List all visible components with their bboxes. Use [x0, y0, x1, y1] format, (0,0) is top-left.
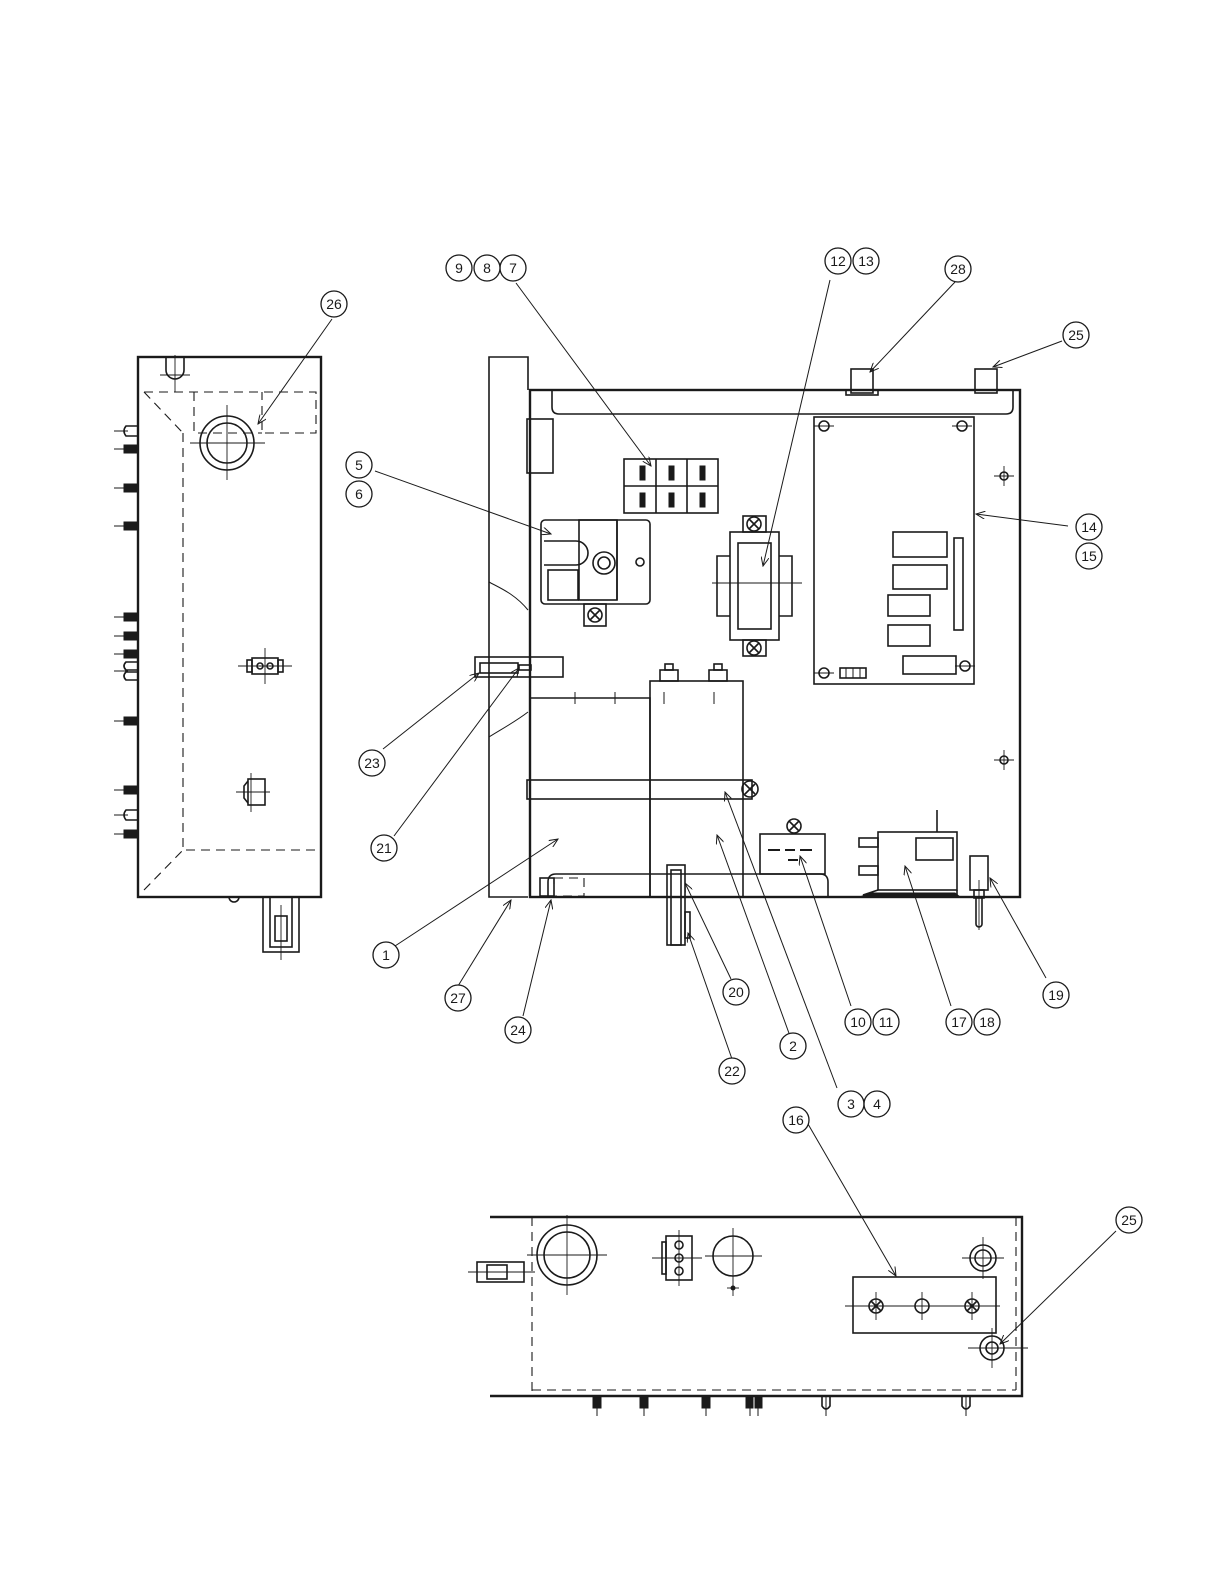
contactor: [541, 520, 650, 626]
fuse-block: [624, 459, 718, 513]
callout-10: 10: [845, 1009, 871, 1035]
svg-text:1: 1: [382, 947, 390, 963]
svg-text:25: 25: [1121, 1212, 1137, 1228]
svg-text:8: 8: [483, 260, 491, 276]
callout-5: 5: [346, 452, 372, 478]
svg-text:16: 16: [788, 1112, 804, 1128]
svg-text:17: 17: [951, 1014, 967, 1030]
callout-27: 27: [445, 985, 471, 1011]
callout-16: 16: [783, 1107, 809, 1133]
svg-text:24: 24: [510, 1022, 526, 1038]
callout-24: 24: [505, 1017, 531, 1043]
callout-1: 1: [373, 942, 399, 968]
callout-3: 3: [838, 1091, 864, 1117]
callout-23: 23: [359, 750, 385, 776]
callout-18: 18: [974, 1009, 1000, 1035]
callout-13: 13: [853, 248, 879, 274]
svg-text:13: 13: [858, 253, 874, 269]
svg-text:19: 19: [1048, 987, 1064, 1003]
svg-text:14: 14: [1081, 519, 1097, 535]
callout-26: 26: [321, 291, 347, 317]
callout-12: 12: [825, 248, 851, 274]
svg-text:26: 26: [326, 296, 342, 312]
control-board: [814, 417, 975, 684]
svg-text:22: 22: [724, 1063, 740, 1079]
callout-25-top: 25: [1063, 322, 1089, 348]
callout-14: 14: [1076, 514, 1102, 540]
svg-text:20: 20: [728, 984, 744, 1000]
svg-text:3: 3: [847, 1096, 855, 1112]
svg-text:6: 6: [355, 486, 363, 502]
stud-row-left: [114, 426, 138, 838]
callout-17: 17: [946, 1009, 972, 1035]
callout-4: 4: [864, 1091, 890, 1117]
svg-text:10: 10: [850, 1014, 866, 1030]
capacitors: [527, 664, 758, 897]
svg-text:5: 5: [355, 457, 363, 473]
callout-8: 8: [474, 255, 500, 281]
callout-2: 2: [780, 1033, 806, 1059]
svg-text:2: 2: [789, 1038, 797, 1054]
callout-22: 22: [719, 1058, 745, 1084]
svg-text:27: 27: [450, 990, 466, 1006]
callout-7: 7: [500, 255, 526, 281]
left-side-view: [114, 355, 321, 960]
callout-6: 6: [346, 481, 372, 507]
svg-text:18: 18: [979, 1014, 995, 1030]
callout-9: 9: [446, 255, 472, 281]
svg-text:7: 7: [509, 260, 517, 276]
svg-text:23: 23: [364, 755, 380, 771]
callout-25-bottom: 25: [1116, 1207, 1142, 1233]
callout-15: 15: [1076, 543, 1102, 569]
svg-text:12: 12: [830, 253, 846, 269]
front-view: [475, 357, 1020, 945]
callout-19: 19: [1043, 982, 1069, 1008]
svg-text:15: 15: [1081, 548, 1097, 564]
callout-20: 20: [723, 979, 749, 1005]
svg-text:9: 9: [455, 260, 463, 276]
callout-28: 28: [945, 256, 971, 282]
bottom-view: [468, 1215, 1028, 1416]
svg-text:28: 28: [950, 261, 966, 277]
svg-text:25: 25: [1068, 327, 1084, 343]
transformer: [712, 516, 802, 656]
leader-lines: [258, 280, 1116, 1344]
relay: [760, 819, 825, 874]
svg-text:4: 4: [873, 1096, 881, 1112]
pressure-switch: [859, 810, 960, 897]
svg-text:21: 21: [376, 840, 392, 856]
callout-21: 21: [371, 835, 397, 861]
callout-11: 11: [873, 1009, 899, 1035]
svg-text:11: 11: [879, 1014, 894, 1030]
